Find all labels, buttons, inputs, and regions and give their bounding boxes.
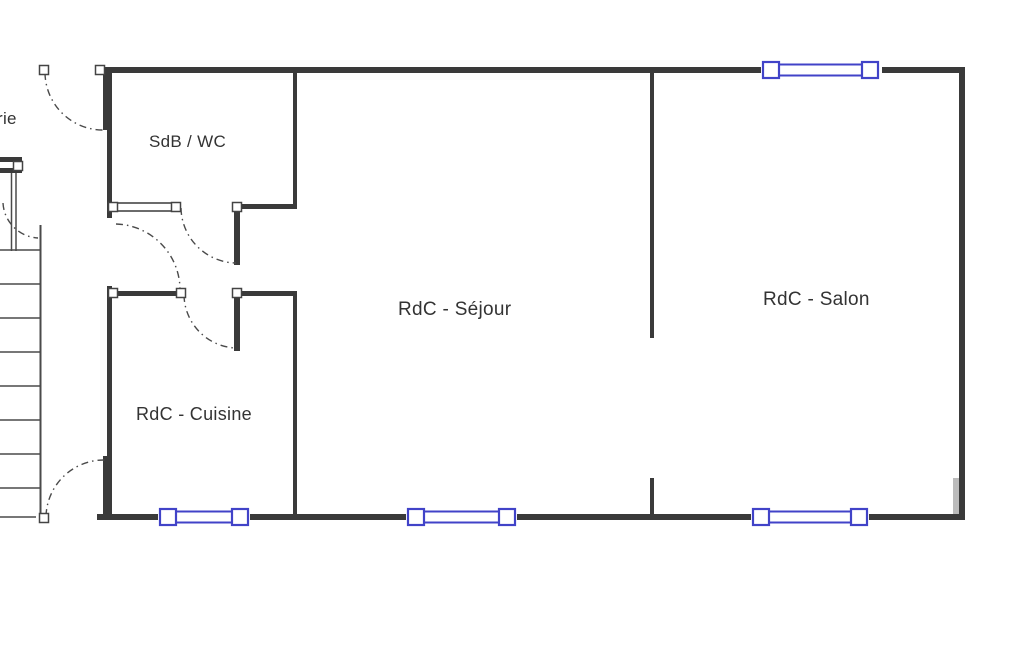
door-arc-top-left-exterior [44,72,105,131]
wall-cuisine-right [293,291,297,520]
staircase [0,157,42,518]
door-arc-stairs [2,202,39,239]
wall-sdb-right [293,67,297,209]
window-jamb [860,60,880,80]
window-jamb [406,507,426,527]
door-leaf-bottom-left-exterior [103,456,109,516]
interior-walls [110,67,654,520]
room-label-sdb-wc: SdB / WC [149,132,227,151]
window-bottom-sejour [406,507,517,527]
wall-nodes [12,64,243,524]
stair-wall-bar [0,168,22,173]
room-label-cuisine: RdC - Cuisine [136,404,252,424]
wall-right [959,67,965,520]
wall-left-upper [107,67,112,218]
door-leaves [103,70,240,516]
wall-cuisine-top-right [237,291,297,296]
window-jamb [497,507,517,527]
wall-sejour-salon-stub [650,478,654,520]
wall-node [231,287,243,299]
room-label-sejour: RdC - Séjour [398,299,512,320]
room-label-salon: RdC - Salon [763,289,870,310]
window-jamb [751,507,771,527]
door-arc-sdb-wc [180,207,237,264]
window-top-salon [761,60,882,80]
exterior-walls [97,67,965,520]
door-leaf-sdb-wc [234,207,240,265]
window-jamb [761,60,781,80]
door-leaf-top-left-exterior [103,70,109,130]
door-arc-bottom-left-exterior [45,459,106,517]
room-label-left-partial: rie [0,109,17,128]
wall-node [170,201,182,213]
window-jamb [158,507,178,527]
window-jamb [849,507,869,527]
door-arc-corridor [115,223,181,290]
window-bottom-salon [751,507,869,527]
wall-node [38,64,50,76]
window-jamb [230,507,250,527]
door-swing-arcs [2,72,237,517]
wall-shading [953,478,962,515]
window-bottom-cuisine [158,507,250,527]
wall-sdb-bottom [237,204,297,209]
wall-node [12,160,24,172]
wall-node [175,287,187,299]
wall-sejour-salon [650,67,654,338]
wall-node [231,201,243,213]
wall-node [107,201,119,213]
door-arc-cuisine [183,294,237,349]
stair-wall-bar [0,157,22,162]
interior-glazed-panel [113,202,177,212]
wall-node [94,64,106,76]
wall-top [97,67,965,73]
wall-cuisine-top-left [110,291,183,296]
wall-node [107,287,119,299]
wall-node [38,512,50,524]
door-leaf-cuisine [234,293,240,351]
wall-bottom [97,514,965,520]
wall-left-lower [107,286,112,520]
